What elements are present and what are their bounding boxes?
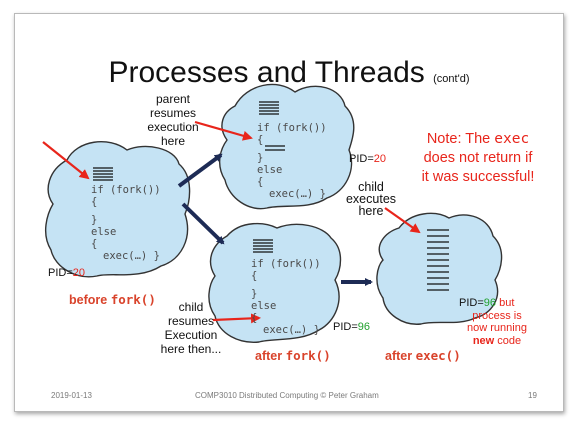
- code-close: }: [257, 152, 264, 164]
- pid-parent: PID=20: [349, 153, 386, 165]
- code-before: if (fork()) { } else { exec(…) }: [91, 184, 161, 262]
- pid-value: 96: [483, 297, 497, 309]
- pc-arrow-child: [212, 313, 261, 324]
- code-lines-parent-pc: [265, 145, 285, 151]
- code-else: else: [251, 300, 277, 312]
- pid96-suffix: but: [499, 297, 515, 309]
- note-line3: it was successful!: [421, 169, 535, 185]
- code-lines-child: [253, 239, 273, 253]
- code-exec: exec(…): [263, 324, 308, 336]
- code-open: {: [257, 134, 264, 146]
- code-if: if (fork()): [257, 122, 327, 134]
- code-lines-exec: [427, 229, 449, 291]
- caption-code: fork(): [110, 292, 156, 307]
- note-prefix: Note: The: [426, 131, 491, 147]
- pid-label: PID=: [459, 297, 484, 309]
- annotation-pid96: PID=96 but process is now running new co…: [459, 297, 535, 347]
- annotation-line: resumes: [149, 106, 196, 120]
- code-child: if (fork()) { } else { exec(…) }: [251, 258, 321, 336]
- code-else: else: [257, 164, 283, 176]
- annotation-line: parent: [155, 92, 191, 106]
- caption-code: fork(): [285, 348, 331, 363]
- code-exec: exec(…): [269, 188, 314, 200]
- code-if: if (fork()): [251, 258, 321, 270]
- code-close: }: [251, 288, 258, 300]
- pc-arrow-exec: [384, 207, 421, 234]
- code-else: else: [91, 226, 117, 238]
- annotation-child-executes: child executes here: [341, 180, 401, 218]
- annotation-line: child: [358, 180, 384, 194]
- code-close: }: [153, 250, 160, 262]
- caption-after-exec: after exec(): [385, 348, 461, 363]
- pid-value: 96: [357, 321, 371, 333]
- code-if: if (fork()): [91, 184, 161, 196]
- slide-title: Processes and Threads (cont'd): [15, 56, 563, 90]
- title-text: Processes and Threads: [108, 56, 425, 89]
- pid-label: PID=: [349, 153, 374, 165]
- note-exec: Note: The exec does not return if it was…: [403, 130, 553, 187]
- code-lines-before: [93, 167, 113, 181]
- footer-center: COMP3010 Distributed Computing © Peter G…: [195, 391, 379, 400]
- pid-label: PID=: [48, 267, 73, 279]
- annotation-line: process is: [472, 309, 522, 322]
- annotation-line: now running: [467, 322, 527, 334]
- title-suffix: (cont'd): [433, 73, 470, 85]
- footer-date: 2019-01-13: [51, 391, 92, 400]
- annotation-line: Execution: [164, 328, 218, 342]
- caption-word: before: [69, 293, 108, 307]
- code-open: {: [257, 176, 264, 188]
- code-open: {: [251, 270, 258, 282]
- annotation-line: here: [358, 204, 384, 218]
- caption-word: after: [385, 349, 413, 363]
- annotation-child-resumes: child resumes Execution here then...: [143, 300, 239, 356]
- process-blob-child: [208, 222, 342, 343]
- code-word: code: [497, 334, 522, 347]
- pid-before: PID=20: [48, 267, 85, 279]
- code-close: }: [313, 324, 320, 336]
- pid-value: 20: [72, 267, 86, 279]
- code-parent: if (fork()) { } else { exec(…) }: [257, 122, 327, 200]
- annotation-line: here then...: [160, 342, 222, 356]
- caption-before-fork: before fork(): [69, 292, 156, 307]
- pid-value: 20: [373, 153, 387, 165]
- annotation-line: child: [178, 300, 204, 314]
- code-close: }: [319, 188, 326, 200]
- pid-child: PID=96: [333, 321, 370, 333]
- process-blob-exec: [376, 212, 503, 325]
- new-word: new: [472, 334, 495, 347]
- caption-code: exec(): [415, 348, 461, 363]
- code-lines-parent: [259, 101, 279, 115]
- code-open: {: [91, 238, 98, 250]
- pid-label: PID=: [333, 321, 358, 333]
- annotation-line: resumes: [167, 314, 214, 328]
- pc-arrow-parent: [194, 120, 253, 141]
- code-open: {: [251, 312, 258, 324]
- caption-after-fork: after fork(): [255, 348, 331, 363]
- diagram-graphics: [42, 83, 503, 343]
- code-close: }: [91, 214, 98, 226]
- note-code: exec: [494, 131, 530, 147]
- fork-arrow-to-parent: [177, 153, 223, 188]
- annotation-line: execution: [147, 120, 199, 134]
- annotation-line: here: [160, 134, 186, 148]
- slide: Processes and Threads (cont'd) if (fork(…: [14, 13, 564, 412]
- caption-word: after: [255, 349, 283, 363]
- code-open: {: [91, 196, 98, 208]
- code-exec: exec(…): [103, 250, 148, 262]
- pc-arrow-before: [42, 141, 90, 180]
- process-blob-parent: [218, 83, 355, 210]
- annotation-parent-resumes: parent resumes execution here: [133, 92, 213, 148]
- footer-page: 19: [528, 391, 537, 400]
- annotation-line: executes: [345, 192, 397, 206]
- fork-arrow-to-child: [181, 202, 225, 245]
- note-line2: does not return if: [423, 150, 533, 166]
